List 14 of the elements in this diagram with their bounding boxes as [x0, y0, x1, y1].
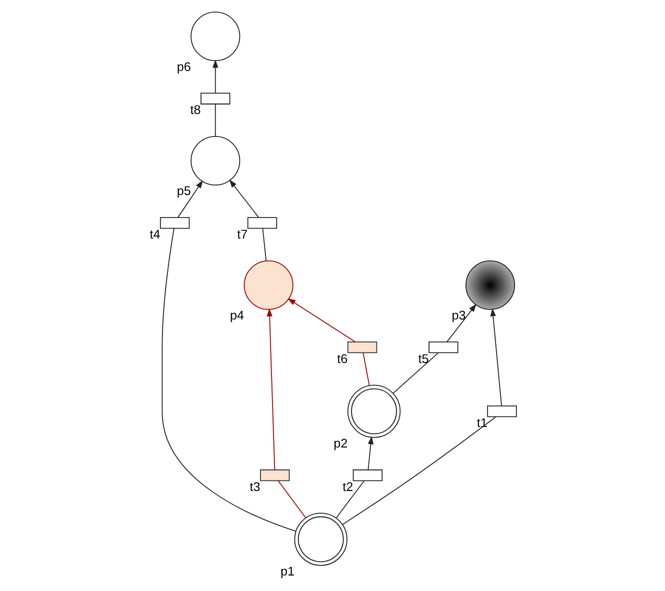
node-label: t6 — [336, 352, 348, 366]
node-label: t4 — [149, 227, 160, 242]
node-label: p6 — [176, 60, 190, 74]
node-label: p3 — [451, 308, 466, 323]
node-label: p2 — [333, 436, 348, 451]
node-label: t5 — [418, 352, 428, 366]
node-label: t8 — [190, 103, 200, 118]
node-label: p5 — [176, 184, 190, 198]
node-label: t1 — [476, 416, 487, 430]
node-label: t3 — [249, 480, 260, 494]
node-label: t7 — [236, 227, 248, 242]
node-label: p4 — [230, 308, 244, 323]
node-label: t2 — [342, 480, 353, 494]
node-label: p1 — [280, 564, 294, 579]
